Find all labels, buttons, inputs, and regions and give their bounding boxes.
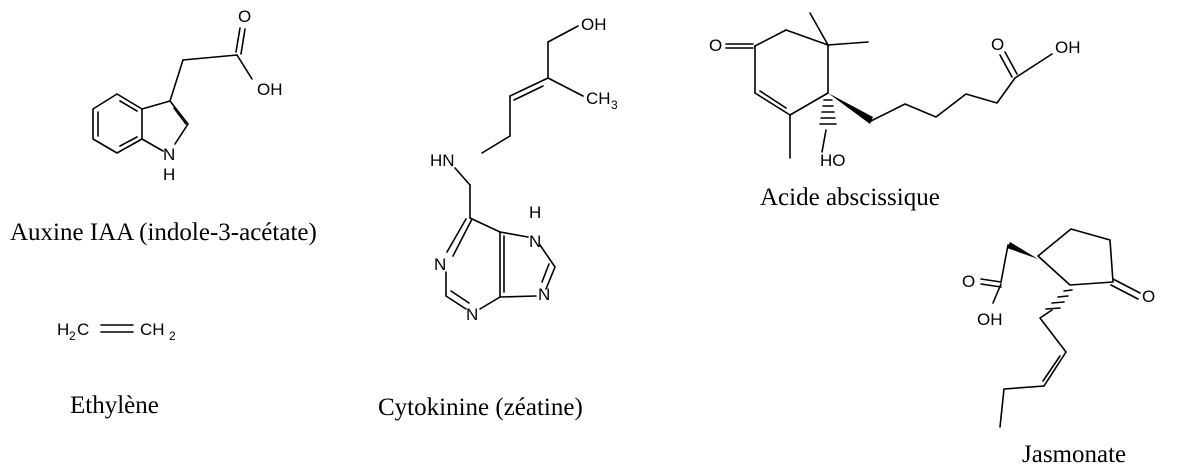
cytokinin-n1-label: N — [434, 255, 446, 274]
auxin-oh-label: OH — [257, 80, 283, 99]
cytokinin-n9-label: N — [538, 285, 550, 304]
cytokinin-hn-label: HN — [430, 151, 455, 170]
auxin-h-label: H — [163, 165, 175, 184]
jasmonate-caption: Jasmonate — [1022, 441, 1126, 468]
auxin-o-label: O — [238, 7, 251, 26]
cytokinin-oh-label: OH — [581, 15, 607, 34]
jasmonate-oh-label: OH — [977, 310, 1003, 329]
cytokinin-caption: Cytokinine (zéatine) — [378, 394, 583, 421]
ethylene-ch-label: CH — [140, 320, 165, 339]
ethylene-h-label: H — [57, 320, 69, 339]
jasmonate-acid-o-label: O — [962, 272, 975, 291]
ethylene-c-label: C — [77, 320, 89, 339]
abscisic-oh-label: OH — [1055, 38, 1081, 57]
ethylene-structure: H 2 C CH 2 — [57, 320, 176, 343]
cytokinin-n3-label: N — [466, 305, 478, 324]
jasmonate-ketone-o-label: O — [1142, 287, 1155, 306]
jasmonate-structure: O O OH — [962, 228, 1155, 428]
ethylene-sub-right: 2 — [169, 329, 176, 343]
abscisic-acid-structure: O HO O OH — [709, 12, 1081, 170]
abscisic-ho-label: HO — [820, 151, 846, 170]
ethylene-caption: Ethylène — [70, 392, 159, 419]
ethylene-sub-left: 2 — [69, 329, 76, 343]
auxin-structure: O OH N H — [92, 7, 283, 184]
abscisic-ketone-o-label: O — [709, 36, 722, 55]
cytokinin-ch-label: CH — [586, 89, 611, 108]
abscisic-acid-o-label: O — [991, 35, 1004, 54]
cytokinin-n7-label: N — [529, 232, 541, 251]
cytokinin-h-label: H — [529, 203, 541, 222]
auxin-caption: Auxine IAA (indole-3-acétate) — [10, 219, 317, 246]
cytokinin-ch3-subscript: 3 — [611, 98, 618, 112]
cytokinin-structure: OH CH 3 HN N H N N N — [430, 15, 618, 324]
auxin-n-label: N — [163, 145, 175, 164]
abscisic-acid-caption: Acide abscissique — [760, 184, 940, 211]
